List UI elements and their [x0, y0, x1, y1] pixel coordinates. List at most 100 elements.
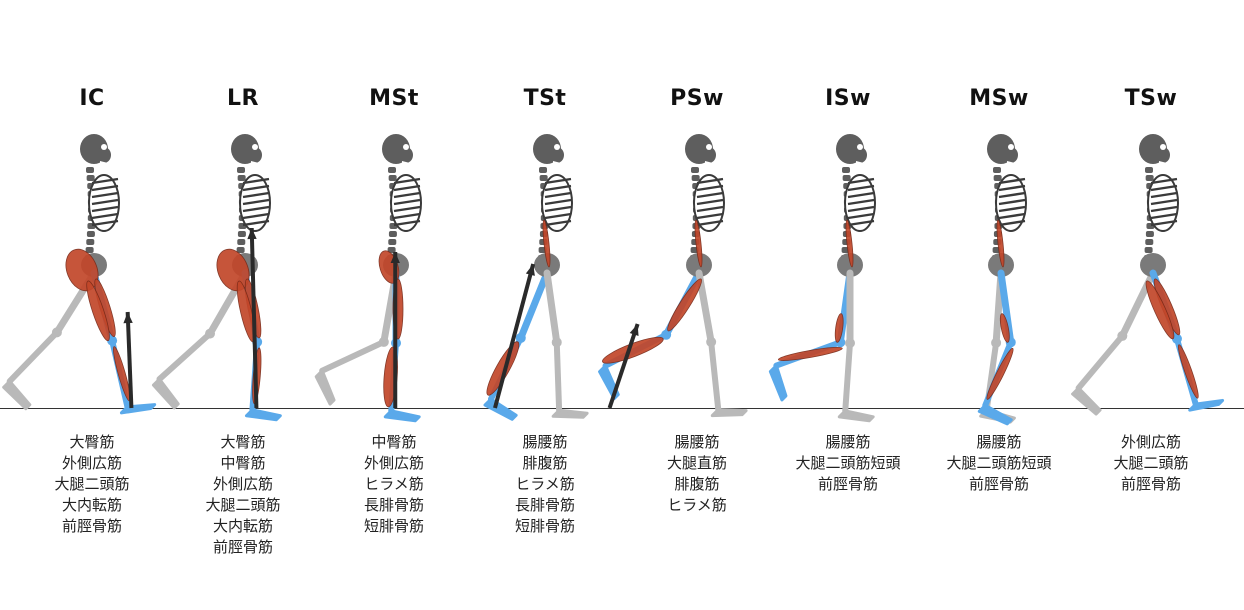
muscle-name: 腸腰筋: [522, 433, 568, 451]
ribcage: [1147, 174, 1179, 232]
ground-reaction-arrow-icon: [493, 263, 536, 409]
shin-front-muscle: [777, 346, 843, 361]
ground-line: [0, 408, 1244, 409]
phase-isw: ISw 腸腰筋大腿二頭筋短頭前脛骨筋: [768, 0, 924, 610]
phase-title: ISw: [825, 86, 871, 111]
muscle-name: ヒラメ筋: [515, 475, 575, 493]
swing-leg: [543, 269, 589, 419]
ground-reaction-arrow-icon: [390, 252, 400, 408]
psoas-muscle: [845, 219, 854, 268]
phase-tsw: TSw 外側広筋大腿二頭筋前脛骨筋: [1071, 0, 1227, 610]
ribcage: [995, 174, 1027, 232]
muscle-name: 大臀筋: [69, 433, 115, 451]
muscle-list: 腸腰筋大腿二頭筋短頭前脛骨筋: [772, 432, 924, 495]
muscle-icon: [986, 219, 1014, 400]
muscle-name: 大腿二頭筋: [54, 475, 130, 493]
phase-ic: IC 大臀筋外側広筋大腿二頭筋大内転筋前脛骨筋: [2, 0, 168, 610]
muscle-list: 腸腰筋大腿直筋腓腹筋ヒラメ筋: [621, 432, 773, 516]
muscle-name: 腸腰筋: [674, 433, 720, 451]
muscle-icon: [486, 219, 551, 396]
muscle-list: 大臀筋外側広筋大腿二頭筋大内転筋前脛骨筋: [16, 432, 168, 537]
muscle-list: 大臀筋中臀筋外側広筋大腿二頭筋大内転筋前脛骨筋: [167, 432, 319, 558]
muscle-name: 大腿二頭筋: [205, 496, 281, 514]
muscle-icon: [777, 219, 854, 361]
muscle-list: 腸腰筋腓腹筋ヒラメ筋長腓骨筋短腓骨筋: [469, 432, 621, 537]
thigh-back-muscle: [86, 280, 110, 342]
pelvis: [686, 253, 712, 277]
swing-leg: [1071, 269, 1157, 416]
muscle-icon: [1145, 278, 1199, 399]
muscle-name: 前脛骨筋: [1120, 475, 1181, 493]
pelvis: [1140, 253, 1166, 277]
ribcage: [844, 174, 876, 232]
ribcage: [693, 174, 725, 232]
swing-leg: [695, 269, 748, 418]
ribcage: [88, 174, 120, 232]
psoas-muscle: [542, 219, 551, 268]
swing-leg: [837, 269, 875, 423]
muscle-name: 前脛骨筋: [968, 475, 1029, 493]
muscle-name: 大腿直筋: [666, 454, 727, 472]
muscle-name: 中臀筋: [371, 433, 417, 451]
ribcage: [541, 174, 573, 232]
muscle-name: 長腓骨筋: [363, 496, 424, 514]
ribcage: [390, 174, 422, 232]
muscle-name: 長腓骨筋: [514, 496, 575, 514]
shin-front-muscle: [1177, 344, 1199, 399]
thigh-back-short-muscle: [999, 313, 1010, 343]
phase-title: TSw: [1124, 86, 1178, 111]
muscle-name: 大腿二頭筋: [1113, 454, 1189, 472]
muscle-name: 腸腰筋: [825, 433, 871, 451]
muscle-name: ヒラメ筋: [364, 475, 424, 493]
muscle-name: 外側広筋: [212, 475, 273, 493]
muscle-name: 腓腹筋: [522, 454, 568, 472]
thigh-back-short-muscle: [834, 313, 844, 343]
phase-title: IC: [79, 86, 105, 111]
ribcage: [239, 174, 271, 232]
muscle-name: 前脛骨筋: [61, 517, 122, 535]
muscle-name: 腸腰筋: [976, 433, 1022, 451]
muscle-list: 中臀筋外側広筋ヒラメ筋長腓骨筋短腓骨筋: [318, 432, 470, 537]
ground-reaction-arrow-icon: [247, 227, 259, 409]
muscle-icon: [216, 248, 262, 405]
muscle-name: 外側広筋: [1120, 433, 1181, 451]
skeleton-figure-icon: [768, 134, 876, 423]
skeleton-figure-icon: [314, 134, 422, 423]
muscle-name: 外側広筋: [61, 454, 122, 472]
shin-front-muscle: [986, 347, 1014, 400]
psoas-muscle: [694, 219, 703, 268]
muscle-name: 大腿二頭筋短頭: [795, 454, 901, 472]
muscle-name: 短腓骨筋: [363, 517, 424, 535]
thigh-back-muscle: [1145, 280, 1175, 340]
phase-title: LR: [227, 86, 259, 111]
ground-reaction-arrow-icon: [123, 311, 134, 409]
phase-title: PSw: [670, 86, 724, 111]
pelvis: [837, 253, 863, 277]
phase-title: TSt: [523, 86, 567, 111]
skeleton-figure-icon: [977, 134, 1027, 426]
phase-title: MSt: [369, 86, 419, 111]
muscle-name: 前脛骨筋: [212, 538, 273, 556]
pelvis: [988, 253, 1014, 277]
muscle-name: 大内転筋: [61, 496, 122, 514]
skeleton-figure-icon: [483, 134, 589, 421]
muscle-icon: [65, 248, 131, 402]
skeleton-figure-icon: [2, 134, 157, 415]
ground-reaction-arrow-icon: [607, 323, 640, 409]
muscle-name: 腓腹筋: [674, 475, 720, 493]
skeleton-figure-icon: [598, 134, 748, 418]
muscle-name: 大臀筋: [220, 433, 266, 451]
calf-muscle: [486, 341, 520, 396]
muscle-name: 大内転筋: [212, 517, 273, 535]
muscle-name: 前脛骨筋: [817, 475, 878, 493]
muscle-name: 大腿二頭筋短頭: [946, 454, 1052, 472]
muscle-icon: [602, 219, 703, 364]
psoas-muscle: [996, 219, 1005, 268]
thigh-front-muscle: [667, 278, 702, 332]
